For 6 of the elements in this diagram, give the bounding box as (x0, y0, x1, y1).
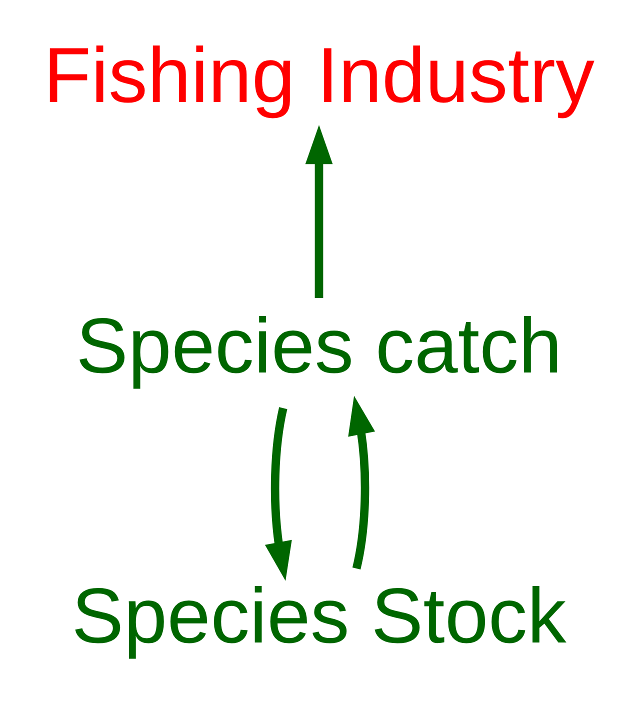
node-text: Species catch (76, 301, 562, 390)
node-text: Species Stock (72, 572, 566, 660)
arrow (348, 396, 376, 570)
node-text: Fishing Industry (43, 30, 595, 119)
arrow (305, 125, 333, 298)
arrow (264, 407, 292, 581)
